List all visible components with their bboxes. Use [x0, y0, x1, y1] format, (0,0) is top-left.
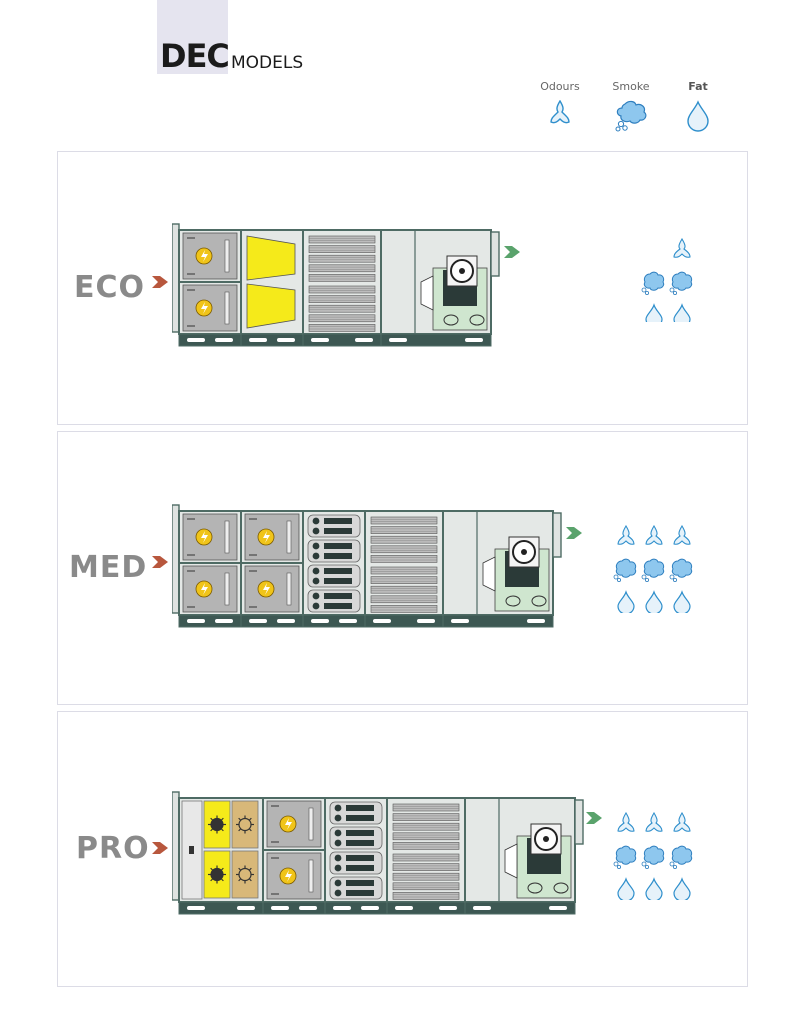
odour-icon — [550, 100, 570, 124]
odour-icon — [673, 524, 691, 545]
section-fan — [442, 510, 554, 628]
section-door-yellow-tan — [178, 797, 264, 915]
fat-drop-icon — [617, 877, 635, 900]
outlet-flange — [574, 799, 584, 845]
section-carbon — [302, 229, 382, 347]
legend-odours-label: Odours — [540, 80, 580, 93]
section-fan — [464, 797, 576, 915]
odour-icon — [617, 811, 635, 832]
brand-models: MODELS — [231, 53, 304, 73]
fat-drop-icon — [645, 877, 663, 900]
odour-icon — [617, 524, 635, 545]
fat-drop-icon — [687, 100, 709, 132]
odour-icon — [645, 524, 663, 545]
smoke-icon — [671, 271, 693, 291]
brand-background — [157, 0, 228, 74]
smoke-icon — [671, 558, 693, 578]
smoke-icon — [615, 845, 637, 865]
legend-smoke: Smoke — [601, 80, 661, 132]
section-filter — [262, 797, 326, 915]
section-filter — [178, 510, 242, 628]
pro-unit-diagram — [172, 791, 584, 915]
smoke-icon — [615, 100, 647, 132]
section-filter — [240, 510, 304, 628]
section-carbon — [386, 797, 466, 915]
section-yellow-pocket — [240, 229, 304, 347]
legend-fat: Fat — [668, 80, 728, 132]
ozone-icon — [210, 817, 224, 832]
inlet-flange — [172, 791, 180, 901]
pro-outlet-arrow-icon — [586, 812, 602, 824]
legend-odours: Odours — [530, 80, 590, 126]
med-unit-diagram — [172, 504, 562, 628]
inlet-flange — [172, 504, 180, 614]
fat-drop-icon — [673, 590, 691, 613]
odour-icon — [673, 811, 691, 832]
eco-inlet-arrow-icon — [152, 276, 168, 288]
med-model-label: MED — [69, 550, 148, 585]
section-filter — [178, 229, 242, 347]
legend-smoke-label: Smoke — [612, 80, 650, 93]
inlet-flange — [172, 223, 180, 333]
ozone-icon — [210, 867, 224, 882]
eco-filtration-symbols — [641, 237, 693, 322]
smoke-icon — [643, 558, 665, 578]
pro-filtration-symbols — [613, 811, 693, 900]
brand-dec: DEC — [160, 37, 230, 75]
outlet-flange — [552, 512, 562, 558]
door-handle — [189, 846, 194, 854]
section-esp — [302, 510, 366, 628]
med-outlet-arrow-icon — [566, 527, 582, 539]
pocket-filter — [246, 235, 296, 281]
outlet-flange — [490, 231, 500, 277]
pro-model-label: PRO — [76, 831, 150, 866]
smoke-icon — [643, 845, 665, 865]
fat-drop-icon — [617, 590, 635, 613]
fat-drop-icon — [645, 303, 663, 322]
odour-icon — [645, 811, 663, 832]
eco-outlet-arrow-icon — [504, 246, 520, 258]
section-carbon — [364, 510, 444, 628]
fat-drop-icon — [673, 303, 691, 322]
section-esp — [324, 797, 388, 915]
eco-unit-diagram — [172, 223, 500, 347]
smoke-icon — [615, 558, 637, 578]
eco-model-label: ECO — [74, 270, 146, 305]
pocket-filter — [246, 283, 296, 329]
med-filtration-symbols — [613, 524, 693, 613]
odour-icon — [673, 237, 691, 258]
smoke-icon — [671, 845, 693, 865]
pro-inlet-arrow-icon — [152, 842, 168, 854]
smoke-icon — [643, 271, 665, 291]
fat-drop-icon — [645, 590, 663, 613]
legend-fat-label: Fat — [688, 80, 708, 93]
section-fan — [380, 229, 492, 347]
fat-drop-icon — [673, 877, 691, 900]
med-inlet-arrow-icon — [152, 556, 168, 568]
